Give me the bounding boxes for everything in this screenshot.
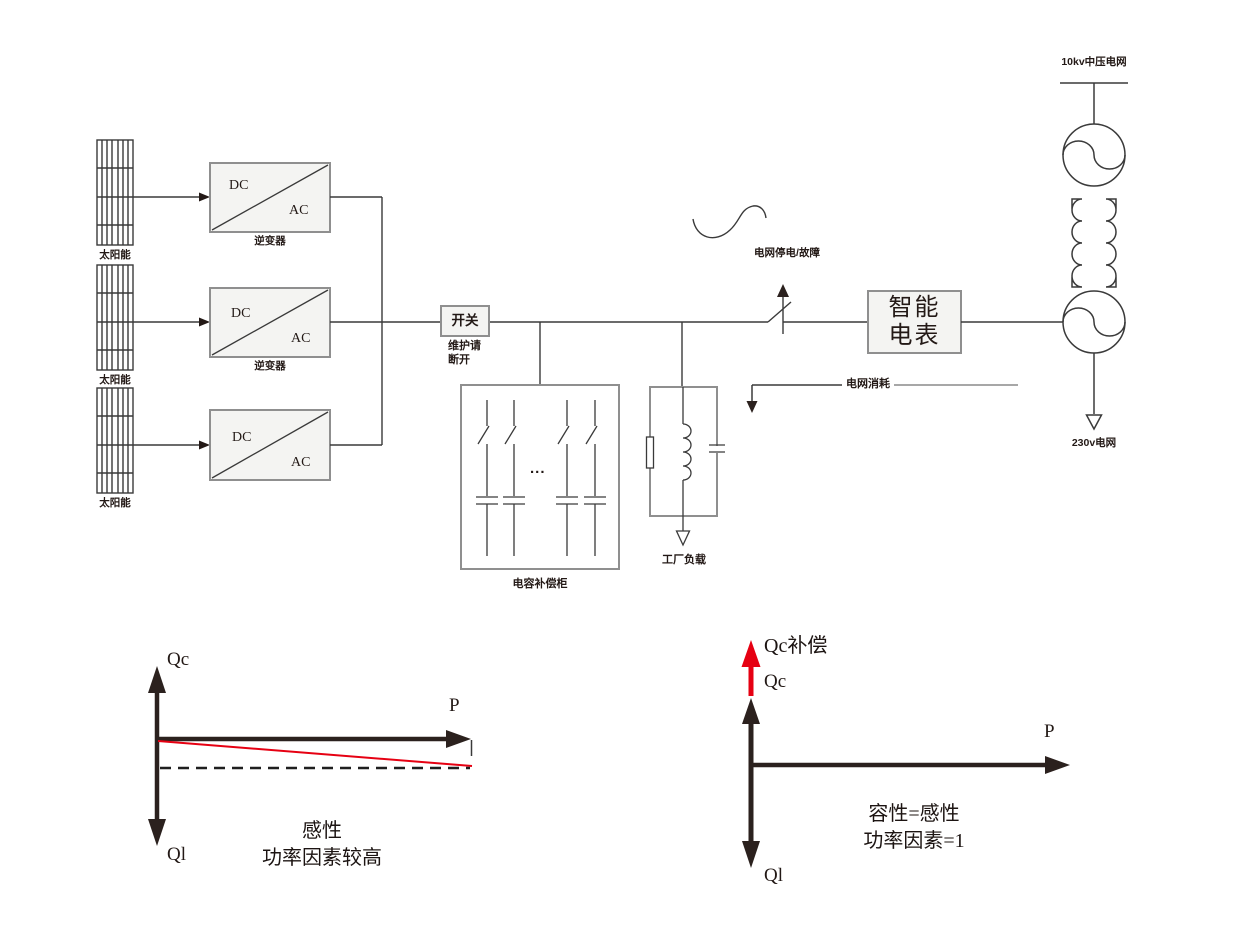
grid-consume-label: 电网消耗 [846, 378, 890, 390]
right-plot-qc-label: Qc [764, 671, 787, 692]
right-plot-compensation-label: Qc补偿 [764, 635, 828, 657]
switch-note-line1: 维护请 [448, 340, 481, 352]
grid-consume-wire [746, 384, 1018, 413]
smart-meter-label-line1: 智能 [888, 295, 941, 321]
dc-feed-wires [133, 192, 210, 450]
smart-meter-label-line2: 电表 [888, 323, 941, 349]
solar-panel-array-icon [96, 139, 134, 494]
inverter3-ac-label: AC [291, 455, 311, 470]
inverter2-caption: 逆变器 [254, 360, 286, 372]
ac-bus-wires [330, 196, 768, 446]
factory-load-label: 工厂负载 [662, 554, 706, 566]
lv-grid-label: 230v电网 [1071, 437, 1117, 449]
inverter1-ac-label: AC [289, 203, 309, 218]
hv-grid-label: 10kv中压电网 [1061, 56, 1127, 68]
solar-panel-label-2: 太阳能 [99, 374, 131, 386]
right-plot-caption-line1: 容性=感性 [868, 803, 960, 825]
right-plot-p-label: P [1044, 721, 1055, 742]
solar-panel-label-3: 太阳能 [99, 497, 131, 509]
left-plot-qc-label: Qc [167, 649, 190, 670]
switch-label: 开关 [451, 313, 479, 328]
left-plot-axes [148, 666, 473, 846]
right-plot-axes [741, 640, 1070, 868]
inverter2-dc-label: DC [231, 306, 251, 321]
grid-fault-label: 电网停电/故障 [754, 247, 820, 259]
cabinet-label: 电容补偿柜 [512, 578, 568, 590]
right-plot-ql-label: Ql [764, 865, 783, 886]
inverter1-dc-label: DC [229, 178, 249, 193]
left-plot-caption-line2: 功率因素较高 [262, 847, 382, 869]
inverter-boxes [209, 162, 331, 481]
grid-breaker-icon [692, 205, 868, 334]
factory-load-icon [645, 386, 725, 547]
solar-panel-label-1: 太阳能 [99, 249, 131, 261]
inverter1-caption: 逆变器 [254, 235, 286, 247]
cabinet-dots: ... [530, 460, 546, 477]
switch-note-line2: 断开 [448, 353, 470, 366]
inverter3-dc-label: DC [232, 430, 252, 445]
smart-meter-box [867, 290, 962, 354]
right-plot-caption-line2: 功率因素=1 [863, 830, 965, 852]
grid-transformer-icon [1060, 82, 1128, 431]
switch-box [440, 305, 490, 337]
left-plot-ql-label: Ql [167, 844, 186, 865]
inverter2-ac-label: AC [291, 331, 311, 346]
capacitor-cabinet-icon [460, 384, 620, 570]
left-plot-p-label: P [449, 695, 460, 716]
left-plot-caption-line1: 感性 [302, 820, 342, 842]
